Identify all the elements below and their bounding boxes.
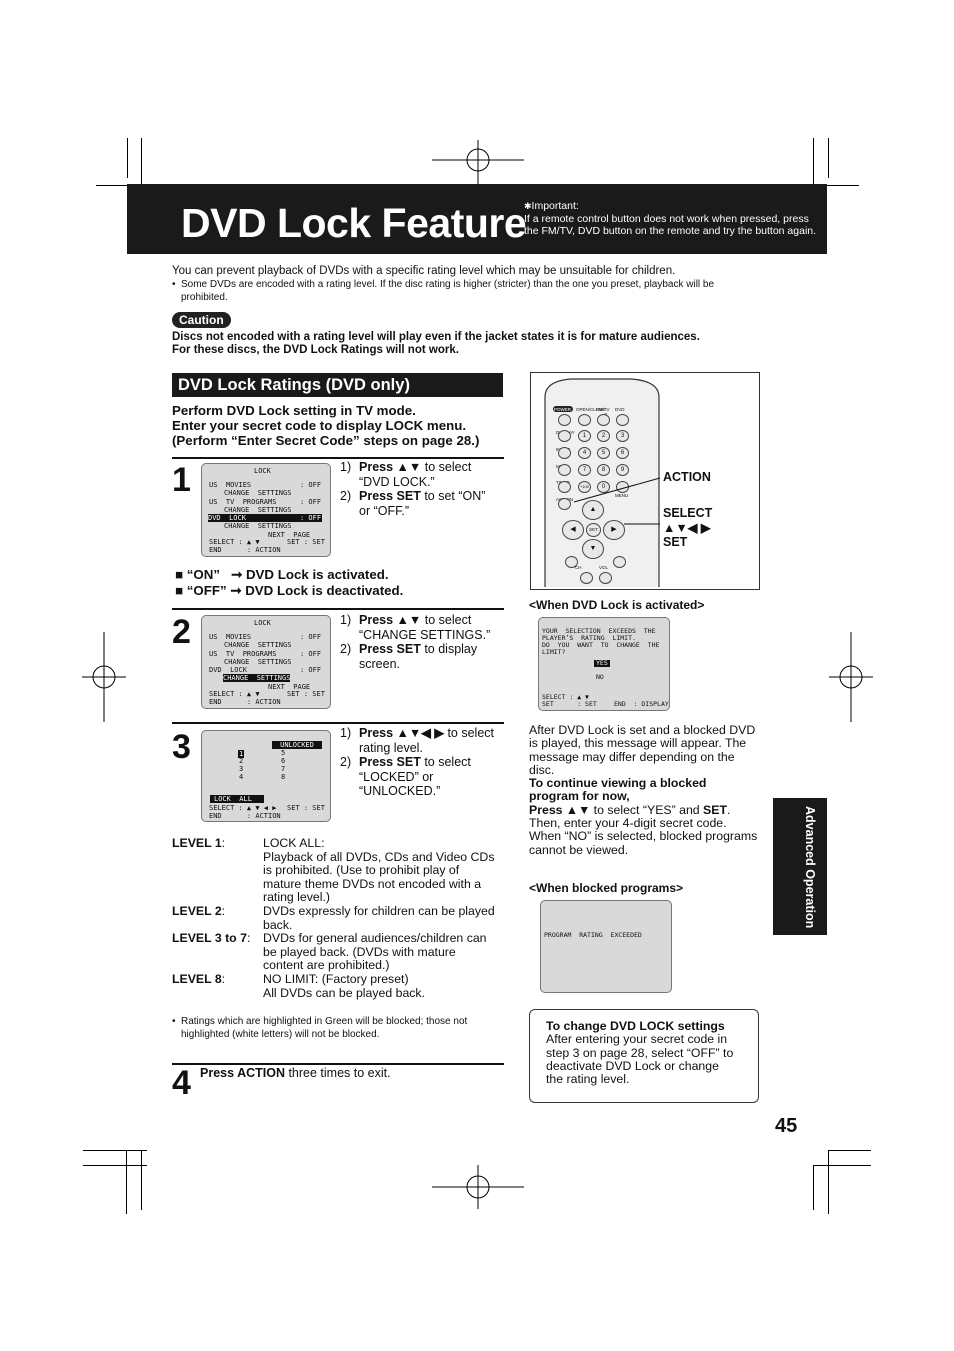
crop-mark <box>141 1150 142 1210</box>
open-close-button[interactable] <box>578 414 591 426</box>
remote-menu-label: MENU <box>615 493 629 498</box>
key-3[interactable]: 3 <box>616 430 629 442</box>
ch-button[interactable] <box>580 572 593 584</box>
title-bar <box>127 184 827 254</box>
crop-mark <box>795 185 859 186</box>
step-divider <box>172 1063 504 1065</box>
step-divider <box>172 722 504 724</box>
vol-label: VOL <box>599 565 609 570</box>
up-button[interactable]: ▲ <box>582 500 604 520</box>
down-button[interactable]: ▼ <box>582 539 604 559</box>
lock-menu-screen: LOCK US MOVIES : OFF CHANGE SETTINGS US … <box>201 463 331 557</box>
timer-button[interactable] <box>558 481 571 493</box>
step-number-4: 4 <box>172 1064 191 1102</box>
lock-menu-screen: LOCK US MOVIES : OFF CHANGE SETTINGS US … <box>201 615 331 709</box>
step-number-1: 1 <box>172 461 191 499</box>
key-1[interactable]: 1 <box>578 430 591 442</box>
step-divider <box>172 608 504 610</box>
ch-label: CH <box>575 565 582 570</box>
vol-button[interactable] <box>599 572 612 584</box>
display-button[interactable] <box>558 430 571 442</box>
dvd-button[interactable] <box>616 414 629 426</box>
registration-mark <box>829 632 873 722</box>
key-plus100[interactable]: +100 <box>578 481 591 493</box>
level-item: LEVEL 3 to 7: DVDs for general audiences… <box>172 931 487 973</box>
step2-instructions: 1)Press ▲▼ to select “CHANGE SETTINGS.” … <box>340 613 491 671</box>
intro-text: You can prevent playback of DVDs with a … <box>172 265 676 277</box>
key-8[interactable]: 8 <box>597 464 610 476</box>
key-0[interactable]: 0 <box>597 481 610 493</box>
blocked-screen: PROGRAM RATING EXCEEDED <box>540 900 672 993</box>
caution-badge: Caution <box>172 312 231 328</box>
step3-instructions: 1)Press ▲▼◀ ▶ to select rating level. 2)… <box>340 726 495 798</box>
arrow-right-icon: ➞ <box>230 582 242 598</box>
important-text: If a remote control button does not work… <box>524 212 817 238</box>
registration-mark <box>432 140 524 184</box>
step-number-2: 2 <box>172 613 191 651</box>
key-4[interactable]: 4 <box>578 447 591 459</box>
side-tab: Advanced Operation <box>773 798 827 935</box>
remote-illustration-panel <box>530 372 760 590</box>
key-7[interactable]: 7 <box>578 464 591 476</box>
crop-mark <box>813 1165 871 1166</box>
section-instructions: Perform DVD Lock setting in TV mode. Ent… <box>172 403 480 448</box>
change-settings-text: To change DVD LOCK settings After enteri… <box>546 1019 734 1087</box>
page-title: DVD Lock Feature <box>181 200 527 246</box>
key-2[interactable]: 2 <box>597 430 610 442</box>
registration-mark <box>82 632 126 722</box>
left-button[interactable]: ◀ <box>562 520 584 540</box>
level-list: LEVEL 1: LOCK ALL:Playback of all DVDs, … <box>172 836 507 1000</box>
important-note: ✱Important: If a remote control button d… <box>524 200 824 238</box>
crop-mark <box>813 138 814 202</box>
change-settings-box <box>529 1009 759 1103</box>
crop-mark <box>813 1165 814 1210</box>
crop-mark <box>127 138 128 178</box>
action-callout: ACTION <box>663 470 711 484</box>
vol-up-button[interactable] <box>613 556 626 568</box>
key-9[interactable]: 9 <box>616 464 629 476</box>
crop-mark <box>83 1165 147 1166</box>
step-divider <box>172 457 504 459</box>
page-number: 45 <box>775 1115 798 1137</box>
on-off-legend: ■ “ON” ➞ DVD Lock is activated. ■ “OFF” … <box>175 567 404 598</box>
key-5[interactable]: 5 <box>597 447 610 459</box>
intro-button[interactable] <box>558 447 571 459</box>
step1-instructions: 1)Press ▲▼ to select “DVD LOCK.” 2)Press… <box>340 460 486 518</box>
step4-instructions: Press ACTION three times to exit. <box>200 1066 391 1080</box>
crop-mark <box>828 138 829 178</box>
section-heading: DVD Lock Ratings (DVD only) <box>172 373 503 397</box>
set-button[interactable]: SET <box>586 523 601 537</box>
right-button[interactable]: ▶ <box>603 520 625 540</box>
crop-mark <box>828 1150 829 1214</box>
blocked-heading: <When blocked programs> <box>529 881 684 895</box>
power-button[interactable] <box>558 414 571 426</box>
level-item: LEVEL 2: DVDs expressly for children can… <box>172 904 495 932</box>
caution-text-1: Discs not encoded with a rating level wi… <box>172 331 700 343</box>
rating-exceeded-screen: YOUR SELECTION EXCEEDS THE PLAYER’S RATI… <box>538 617 670 711</box>
important-label: Important: <box>531 200 579 212</box>
callout-lines <box>573 477 661 525</box>
action-button[interactable] <box>558 498 571 510</box>
mute-button[interactable] <box>558 464 571 476</box>
ch-down-button[interactable] <box>565 556 578 568</box>
caution-text-2: For these discs, the DVD Lock Ratings wi… <box>172 344 459 356</box>
crop-mark <box>828 1150 871 1151</box>
step-number-3: 3 <box>172 728 191 766</box>
crop-mark <box>141 138 142 202</box>
key-6[interactable]: 6 <box>616 447 629 459</box>
asterisk-icon: ✱ <box>524 201 532 211</box>
rating-level-screen: UNLOCKED 1 2 3 4 5 6 7 8 LOCK ALL SELECT… <box>201 730 331 822</box>
activated-heading: <When DVD Lock is activated> <box>529 598 705 612</box>
crop-mark <box>126 1150 127 1214</box>
arrow-right-icon: ➞ <box>231 567 243 582</box>
intro-bullet: • Some DVDs are encoded with a rating le… <box>172 279 715 303</box>
ratings-note: • Ratings which are highlighted in Green… <box>172 1016 468 1040</box>
fm-tv-button[interactable] <box>597 414 610 426</box>
select-set-callout: SELECT ▲▼◀ ▶ SET <box>663 506 713 549</box>
registration-mark <box>432 1165 524 1209</box>
crop-mark <box>83 1150 147 1151</box>
level-item: LEVEL 1: LOCK ALL:Playback of all DVDs, … <box>172 836 495 905</box>
level-item: LEVEL 8: NO LIMIT: (Factory preset)All D… <box>172 972 425 1000</box>
